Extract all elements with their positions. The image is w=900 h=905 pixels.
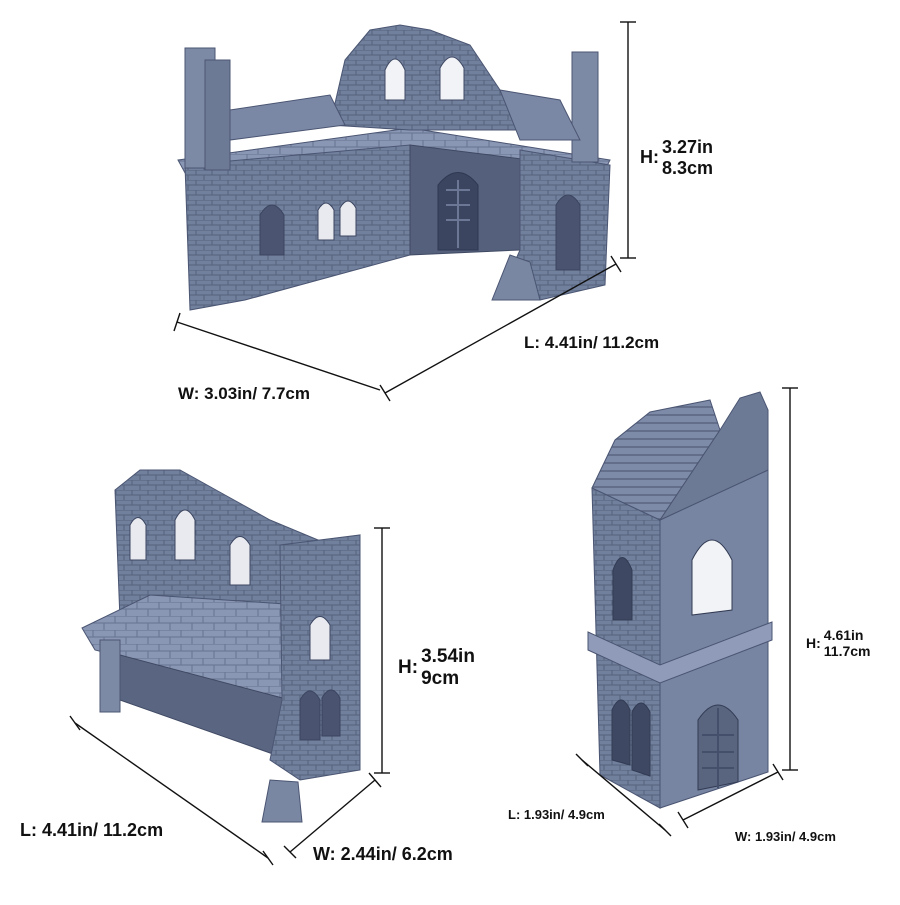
two-storey-ruin-width-label: W: 2.44in/ 6.2cm: [313, 844, 453, 864]
width-line-1: [176, 321, 381, 391]
tower-ruin-dimension-lines: [575, 387, 798, 837]
corner-ruin-width-label: W: 3.03in/ 7.7cm: [178, 384, 310, 403]
corner-ruin-height-label: H: 3.27in 8.3cm: [640, 137, 713, 178]
length-line-1: [384, 263, 617, 394]
two-storey-ruin-model: [81, 469, 361, 823]
corner-ruin-length-label: L: 4.41in/ 11.2cm: [524, 333, 660, 352]
two-storey-ruin-length-label: L: 4.41in/ 11.2cm: [20, 820, 164, 840]
height-centimeters: 8.3cm: [662, 157, 714, 178]
height-key: H:: [806, 635, 821, 652]
height-key: H:: [640, 147, 659, 168]
tower-ruin-length-label: L: 1.93in/ 4.9cm: [508, 807, 605, 822]
height-key: H:: [398, 656, 419, 678]
height-inches: 3.54in: [421, 646, 475, 667]
height-inches: 4.61in: [823, 627, 864, 643]
corner-ruin-dimension-lines: [173, 21, 636, 402]
corner-ruin-model: [177, 24, 611, 311]
height-centimeters: 11.7cm: [823, 643, 871, 660]
tower-ruin-width-label: W: 1.93in/ 4.9cm: [735, 829, 836, 844]
height-inches: 3.27in: [662, 137, 714, 157]
two-storey-ruin-height-label: H: 3.54in 9cm: [398, 646, 475, 690]
tower-ruin-height-label: H: 4.61in 11.7cm: [806, 627, 871, 659]
tower-ruin-model: [587, 391, 773, 809]
two-storey-ruin-dimension-lines: [69, 527, 390, 866]
height-centimeters: 9cm: [421, 667, 460, 689]
